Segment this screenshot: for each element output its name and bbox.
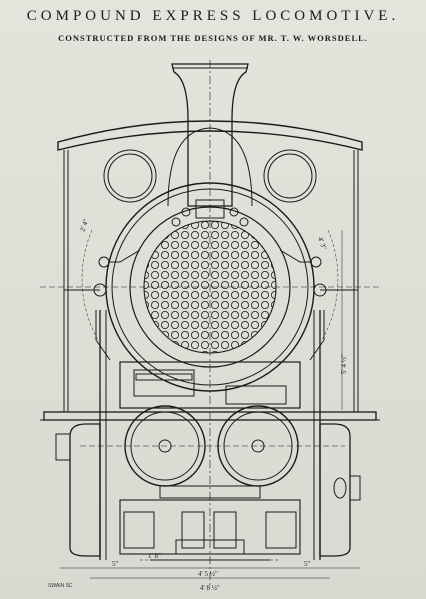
tube-plate xyxy=(144,221,276,353)
right-spectacle xyxy=(263,149,317,203)
wheel-left xyxy=(69,423,101,557)
dim-gauge: 4' 8 ½" xyxy=(200,584,220,592)
left-spectacle xyxy=(103,149,157,203)
dim-bottom-width: 4' 5 ½" xyxy=(198,570,218,578)
wheel-right xyxy=(319,423,351,557)
dim-bottom-mid: 1' 8" xyxy=(148,552,161,560)
chimney xyxy=(171,63,249,207)
dim-side-height: 5' 4 ½" xyxy=(340,354,348,374)
page-title: COMPOUND EXPRESS LOCOMOTIVE. xyxy=(26,8,400,24)
dim-right-radius: 4' 3" xyxy=(316,236,328,251)
valve-chest xyxy=(119,361,301,409)
smokebox-ring xyxy=(129,206,291,368)
engraver-mark: SWAIN SC xyxy=(48,583,73,589)
cab-roof xyxy=(57,120,363,151)
dim-bottom-right: 5" xyxy=(304,560,311,568)
dim-left-radius: 2' 4" xyxy=(78,218,90,233)
boiler-shell xyxy=(105,182,315,392)
page-subtitle: CONSTRUCTED FROM THE DESIGNS OF MR. T. W… xyxy=(58,33,368,43)
dim-bottom-left: 5" xyxy=(112,560,119,568)
